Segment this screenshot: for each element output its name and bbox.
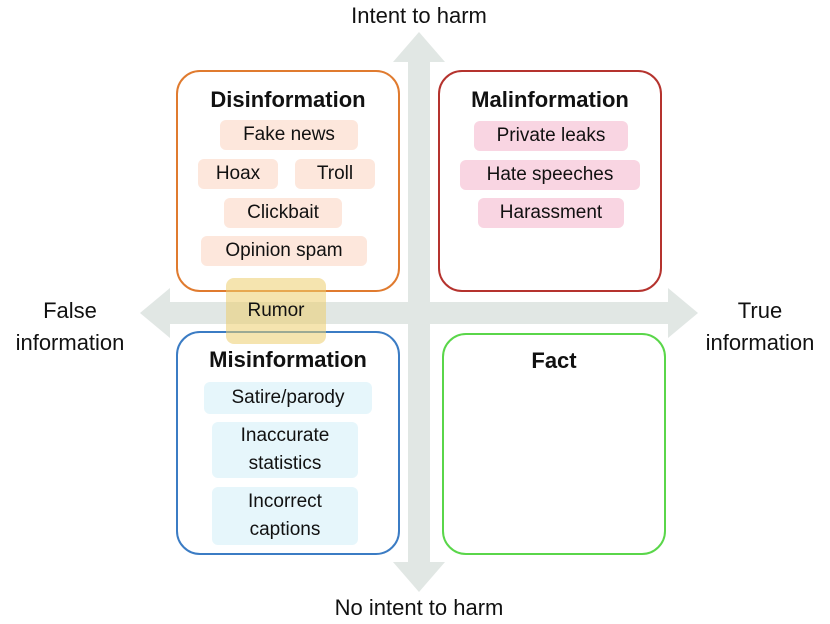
axis-label-top: Intent to harm [351,3,487,28]
up-arrow-head [393,32,445,62]
disinformation-title: Disinformation [210,87,366,112]
axis-label-left: False information [0,295,140,359]
malinformation-title: Malinformation [471,87,629,112]
tag-fake-news: Fake news [220,120,358,150]
left-arrow-head [140,288,170,338]
axis-label-bottom: No intent to harm [334,595,504,620]
axis-label-left-line2: information [15,330,125,355]
tag-clickbait: Clickbait [224,198,342,228]
tag-inaccurate-statistics: Inaccurate statistics [212,422,358,478]
axis-label-right-line2: information [705,330,815,355]
axis-label-right-line1: True [737,298,783,323]
axis-label-right: True information [690,295,830,359]
right-arrow-head [668,288,698,338]
fact-box: Fact [442,333,666,555]
fact-title: Fact [531,348,577,373]
rumor-label: Rumor [226,278,326,344]
malinformation-box: Malinformation Private leaks Hate speech… [438,70,662,292]
disinformation-box: Disinformation Fake news Hoax Troll Clic… [176,70,400,292]
tag-troll: Troll [295,159,375,189]
tag-opinion-spam: Opinion spam [201,236,367,266]
axis-label-left-line1: False [43,298,97,323]
tag-incorrect-line2: captions [249,519,321,540]
tag-hate-speeches: Hate speeches [460,160,640,190]
misinformation-title: Misinformation [209,347,367,372]
tag-incorrect-captions: Incorrect captions [212,487,358,545]
tag-private-leaks: Private leaks [474,121,628,151]
tag-harassment: Harassment [478,198,624,228]
tag-incorrect-line1: Incorrect [248,491,322,512]
down-arrow-head [393,562,445,592]
tag-inaccurate-line1: Inaccurate [240,425,330,446]
tag-hoax: Hoax [198,159,278,189]
tag-inaccurate-line2: statistics [248,453,322,474]
misinformation-box: Misinformation Satire/parody Inaccurate … [176,331,400,555]
tag-satire-parody: Satire/parody [204,382,372,414]
